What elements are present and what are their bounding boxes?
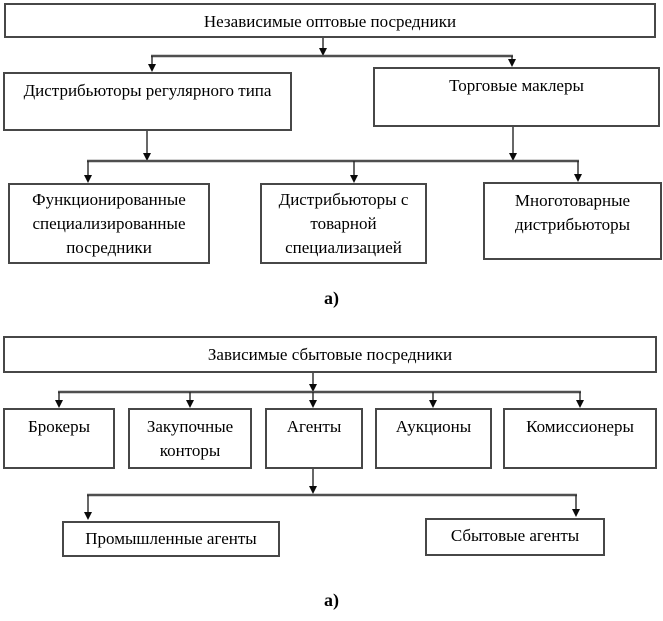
node-sales-agents: Сбытовые агенты	[425, 518, 605, 556]
node-goods-specialized-distributors: Дистрибьюторы с товарной специализацией	[260, 183, 427, 264]
node-label: Закупочные конторы	[146, 417, 234, 460]
arrow-top-into-distributors	[148, 56, 156, 72]
connector-top-right-box-down	[509, 127, 517, 161]
arrow-top-into-goods-specialized	[350, 161, 358, 183]
arrow-into-industrial-agents	[84, 495, 92, 520]
node-brokers: Брокеры	[3, 408, 115, 469]
node-label: Сбытовые агенты	[450, 526, 580, 545]
node-label: Дистрибьюторы с товарной специализацией	[278, 190, 409, 257]
arrow-bottom-into-brokers	[55, 392, 63, 408]
connector-bottom-root-drop	[309, 373, 317, 392]
node-label: Торговые маклеры	[449, 76, 584, 95]
node-purchasing-offices: Закупочные конторы	[128, 408, 252, 469]
node-agents: Агенты	[265, 408, 363, 469]
connector-top-left-box-down	[143, 131, 151, 161]
node-multiproduct-distributors: Многотоварные дистрибьюторы	[483, 182, 662, 260]
connector-agents-down	[309, 469, 317, 494]
node-label: Комиссионеры	[526, 417, 634, 436]
node-label: Функционированные специализированные пос…	[32, 190, 186, 257]
arrow-top-into-multiproduct	[574, 161, 582, 182]
node-independent-wholesale: Независимые оптовые посредники	[4, 3, 656, 38]
arrow-bottom-into-agents	[309, 392, 317, 408]
arrow-bottom-into-auctions	[429, 392, 437, 408]
node-label: Независимые оптовые посредники	[203, 12, 457, 31]
node-regular-distributors: Дистрибьюторы регулярного типа	[3, 72, 292, 131]
node-label: Зависимые сбытовые посредники	[207, 345, 453, 364]
node-functional-specialized: Функционированные специализированные пос…	[8, 183, 210, 264]
arrow-bottom-into-purchasing	[186, 392, 194, 408]
node-label: Агенты	[286, 417, 342, 436]
node-industrial-agents: Промышленные агенты	[62, 521, 280, 557]
arrow-top-into-brokers-traders	[508, 56, 516, 67]
node-dependent-sales: Зависимые сбытовые посредники	[3, 336, 657, 373]
arrow-top-into-functional	[84, 161, 92, 183]
arrow-bottom-into-commission	[576, 392, 584, 408]
node-label: Брокеры	[27, 417, 91, 436]
node-auctions: Аукционы	[375, 408, 492, 469]
node-label: Аукционы	[395, 417, 472, 436]
bottom-diagram-caption: а)	[324, 590, 339, 610]
node-label: Дистрибьюторы регулярного типа	[23, 81, 272, 100]
connector-top-root-drop	[319, 38, 327, 56]
node-trade-brokers: Торговые маклеры	[373, 67, 660, 127]
top-diagram-caption: а)	[324, 288, 339, 308]
node-label: Промышленные агенты	[85, 529, 257, 548]
node-commission-merchants: Комиссионеры	[503, 408, 657, 469]
node-label: Многотоварные дистрибьюторы	[514, 191, 631, 234]
arrow-into-sales-agents	[572, 495, 580, 517]
